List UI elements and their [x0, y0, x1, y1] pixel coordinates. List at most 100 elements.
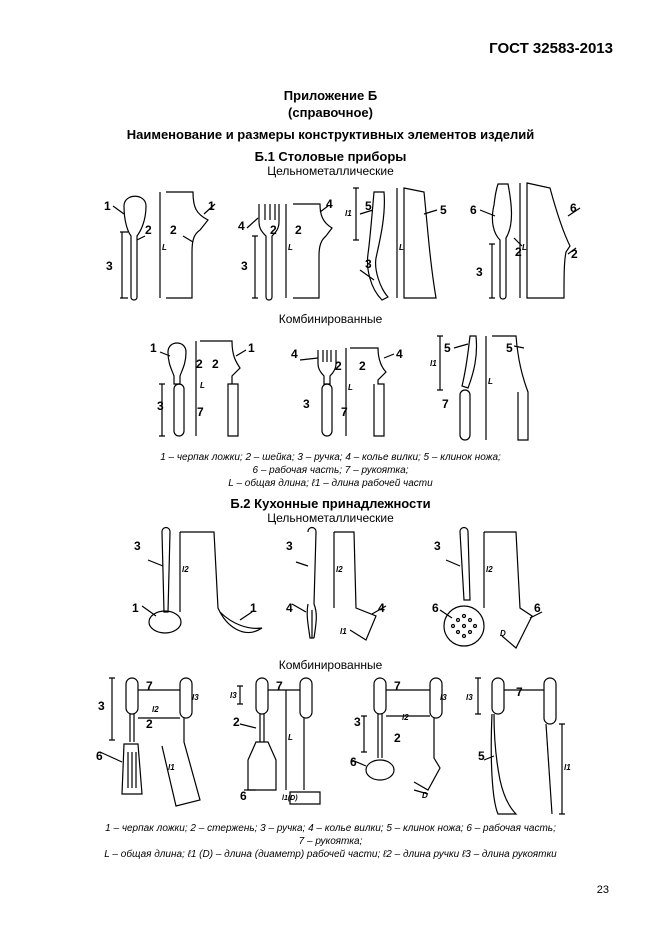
label-3: 3 — [241, 259, 248, 273]
label-L: L — [162, 243, 167, 252]
serving-utensil-drawing: 6 6 2 2 3 L — [470, 182, 581, 300]
label-L: L — [288, 243, 293, 252]
label-6: 6 — [570, 201, 577, 215]
label-6: 6 — [470, 203, 477, 217]
label-l1: l1 — [564, 763, 571, 772]
label-D: D — [500, 629, 506, 638]
combined-kitchen-knife-drawing: 7 5 l3 l1 — [466, 677, 571, 815]
label-L: L — [348, 383, 353, 392]
section2-subtitle-combined: Комбинированные — [278, 658, 383, 672]
label-2: 2 — [170, 223, 177, 237]
label-1: 1 — [248, 341, 255, 355]
label-2: 2 — [145, 223, 152, 237]
label-l3: l3 — [230, 691, 237, 700]
section1-title: Б.1 Столовые приборы — [254, 149, 407, 164]
section2-title: Б.2 Кухонные принадлежности — [230, 496, 431, 511]
label-6: 6 — [432, 601, 439, 615]
label-2: 2 — [196, 357, 203, 371]
label-l2: l2 — [336, 565, 343, 574]
appendix-type: (справочное) — [288, 105, 373, 120]
appendix-title: Приложение Б — [283, 88, 378, 103]
label-l3: l3 — [440, 693, 447, 702]
label-7: 7 — [197, 405, 204, 419]
label-6: 6 — [350, 755, 357, 769]
kitchen-fork-drawing: 3 4 4 l2 l1 — [286, 526, 387, 641]
label-3: 3 — [476, 265, 483, 279]
label-5: 5 — [365, 199, 372, 213]
label-4: 4 — [396, 347, 403, 361]
label-4: 4 — [378, 601, 385, 615]
combined-turner-drawing: 3 7 2 6 l3 l2 l1 — [96, 677, 201, 807]
label-L: L — [522, 243, 527, 252]
label-l1: l1 — [345, 209, 352, 218]
combined-spoon-drawing: 1 1 2 2 3 7 L — [150, 340, 255, 437]
skimmer-drawing: 3 6 6 l2 D — [432, 526, 543, 649]
section2-subtitle-all-metal: Цельнометаллические — [267, 511, 394, 525]
label-l2: l2 — [486, 565, 493, 574]
label-L: L — [200, 381, 205, 390]
label-6: 6 — [96, 749, 103, 763]
section1-legend: 1 – черпак ложки; 2 – шейка; 3 – ручка; … — [0, 451, 661, 490]
label-1: 1 — [132, 601, 139, 615]
label-4: 4 — [238, 219, 245, 233]
legend-line: 7 – рукоятка; — [298, 836, 363, 847]
label-l2: l2 — [182, 565, 189, 574]
label-1: 1 — [150, 341, 157, 355]
fork-drawing: 4 4 2 2 3 L — [238, 197, 333, 301]
label-2: 2 — [335, 359, 342, 373]
label-3: 3 — [157, 399, 164, 413]
legend-line: L – общая длина; ℓ1 – длина рабочей част… — [228, 478, 433, 489]
label-3: 3 — [434, 539, 441, 553]
label-4: 4 — [286, 601, 293, 615]
legend-line: 1 – черпак ложки; 2 – стержень; 3 – ручк… — [105, 823, 556, 834]
label-3: 3 — [286, 539, 293, 553]
label-l1: l1 — [340, 627, 347, 636]
label-l3: l3 — [466, 693, 473, 702]
label-5: 5 — [444, 341, 451, 355]
label-7: 7 — [516, 685, 523, 699]
label-1: 1 — [208, 199, 215, 213]
section2-legend: 1 – черпак ложки; 2 – стержень; 3 – ручк… — [0, 822, 661, 861]
label-3: 3 — [134, 539, 141, 553]
label-5: 5 — [478, 749, 485, 763]
label-3: 3 — [354, 715, 361, 729]
label-2: 2 — [515, 245, 522, 259]
label-1: 1 — [250, 601, 257, 615]
label-l1: l1 — [430, 359, 437, 368]
legend-line: 1 – черпак ложки; 2 – шейка; 3 – ручка; … — [160, 452, 501, 463]
label-4: 4 — [291, 347, 298, 361]
label-6: 6 — [240, 789, 247, 803]
label-l1D: l1(D) — [282, 795, 298, 802]
label-l2: l2 — [402, 713, 409, 722]
label-5: 5 — [440, 203, 447, 217]
label-3: 3 — [106, 259, 113, 273]
label-L: L — [488, 377, 493, 386]
combined-fork-drawing: 4 4 2 2 3 7 L — [291, 347, 403, 437]
appendix-heading: Наименование и размеры конструктивных эл… — [126, 127, 535, 142]
combined-masher-drawing: 2 7 6 l3 L l1(D) — [230, 677, 321, 805]
label-2: 2 — [146, 717, 153, 731]
legend-line: L – общая длина; ℓ1 (D) – длина (диаметр… — [104, 849, 557, 860]
label-6: 6 — [534, 601, 541, 615]
label-l3: l3 — [192, 693, 199, 702]
label-2: 2 — [394, 731, 401, 745]
label-L: L — [399, 243, 404, 252]
label-4: 4 — [326, 197, 333, 211]
label-2: 2 — [270, 223, 277, 237]
label-3: 3 — [98, 699, 105, 713]
label-7: 7 — [442, 397, 449, 411]
label-7: 7 — [341, 405, 348, 419]
ladle-drawing: 3 1 1 l2 — [132, 526, 263, 634]
legend-line: 6 – рабочая часть; 7 – рукоятка; — [252, 465, 409, 476]
standard-number: ГОСТ 32583-2013 — [489, 40, 613, 57]
label-2: 2 — [571, 247, 578, 261]
label-2: 2 — [212, 357, 219, 371]
label-3: 3 — [365, 257, 372, 271]
label-7: 7 — [276, 679, 283, 693]
label-5: 5 — [506, 341, 513, 355]
section1-subtitle-all-metal: Цельнометаллические — [267, 164, 394, 178]
label-7: 7 — [394, 679, 401, 693]
label-2: 2 — [359, 359, 366, 373]
label-2: 2 — [295, 223, 302, 237]
